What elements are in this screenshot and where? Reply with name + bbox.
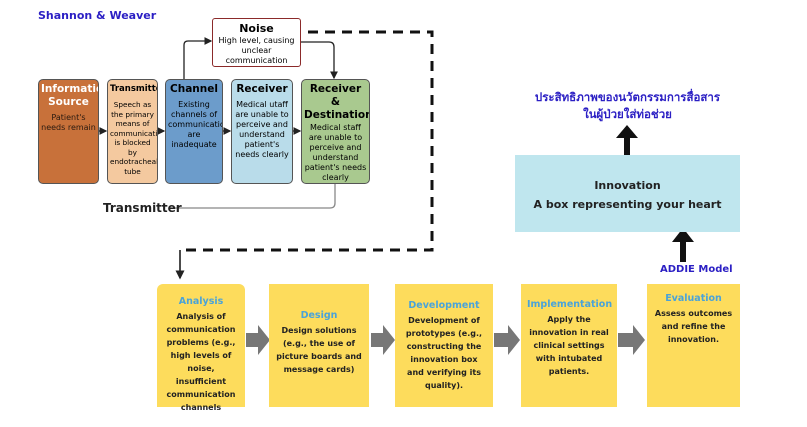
step-title: Analysis: [178, 296, 224, 307]
arrow-gray: [618, 325, 645, 355]
box-information-source: Information Source Patient's needs remai…: [38, 79, 99, 184]
step-title: Evaluation: [665, 293, 722, 304]
feedback-label: Transmitter: [103, 201, 182, 215]
step-evaluation: Evaluation Assess outcomes and refine th…: [647, 284, 740, 407]
box-channel: Channel Existing channels of communicati…: [165, 79, 223, 184]
box-receiver-destination: Receiver & Destination Medical staff are…: [301, 79, 370, 184]
box-desc: Existing channels of communication are i…: [168, 100, 222, 149]
box-title: Channel: [170, 83, 218, 95]
step-desc: Assess outcomes and refine the innovatio…: [654, 309, 733, 344]
box-receiver: Receiver Medical utaff are unable to per…: [231, 79, 293, 184]
feedback-line: [170, 183, 336, 209]
noise-desc: High level, causing unclear communicatio…: [218, 36, 295, 65]
innovation-title: Innovation: [594, 179, 661, 192]
box-desc: Patient's needs remain: [41, 113, 96, 132]
box-desc: Speech as the primary means of communica…: [110, 100, 158, 176]
box-title: Transmitter: [110, 84, 157, 94]
arrow-up-innovation: [672, 228, 694, 262]
innovation-banner: Innovation A box representing your heart: [515, 155, 740, 232]
step-desc: Design solutions (e.g., the use of pictu…: [276, 326, 362, 374]
outcome-text: ประสิทธิภาพของนวัตกรรมการสื่อสาร ในผู้ป่…: [515, 89, 740, 123]
step-title: Development: [408, 300, 480, 311]
arrow-gray: [371, 325, 395, 355]
box-desc: Medical staff are unable to perceive and…: [304, 123, 367, 182]
innovation-subtitle: A box representing your heart: [533, 198, 722, 211]
arrow-noise-destination: [301, 41, 338, 80]
box-desc: Medical utaff are unable to perceive and…: [235, 100, 289, 159]
arrow-gray: [494, 325, 520, 355]
arrow-gray: [246, 325, 270, 355]
noise-box: Noise High level, causing unclear commun…: [212, 18, 301, 67]
step-title: Implementation: [527, 299, 613, 310]
box-transmitter: Transmitter Speech as the primary means …: [107, 79, 158, 184]
noise-title: Noise: [239, 22, 274, 35]
box-title: Information Source: [41, 83, 98, 108]
model-title: Shannon & Weaver: [38, 9, 157, 22]
step-development: Development Development of prototypes (e…: [395, 284, 493, 407]
addie-arrows: [246, 325, 645, 355]
box-title: Receiver & Destination: [304, 83, 370, 121]
arrow-up-outcome: [616, 125, 638, 158]
step-desc: Development of prototypes (e.g., constru…: [405, 316, 483, 390]
step-desc: Apply the innovation in real clinical se…: [529, 315, 609, 376]
addie-label: ADDIE Model: [660, 264, 733, 275]
outcome-line1: ประสิทธิภาพของนวัตกรรมการสื่อสาร: [534, 90, 721, 104]
box-title: Receiver: [236, 83, 288, 95]
step-implementation: Implementation Apply the innovation in r…: [521, 284, 617, 407]
step-design: Design Design solutions (e.g., the use o…: [269, 284, 369, 407]
step-title: Design: [300, 310, 338, 321]
outcome-line2: ในผู้ป่วยใส่ท่อช่วย: [583, 107, 672, 121]
step-analysis: Analysis Analysis of communication probl…: [157, 284, 245, 412]
arrow-channel-noise: [183, 37, 213, 79]
step-desc: Analysis of communication problems (e.g.…: [166, 312, 236, 412]
dashed-connector: [186, 30, 434, 252]
